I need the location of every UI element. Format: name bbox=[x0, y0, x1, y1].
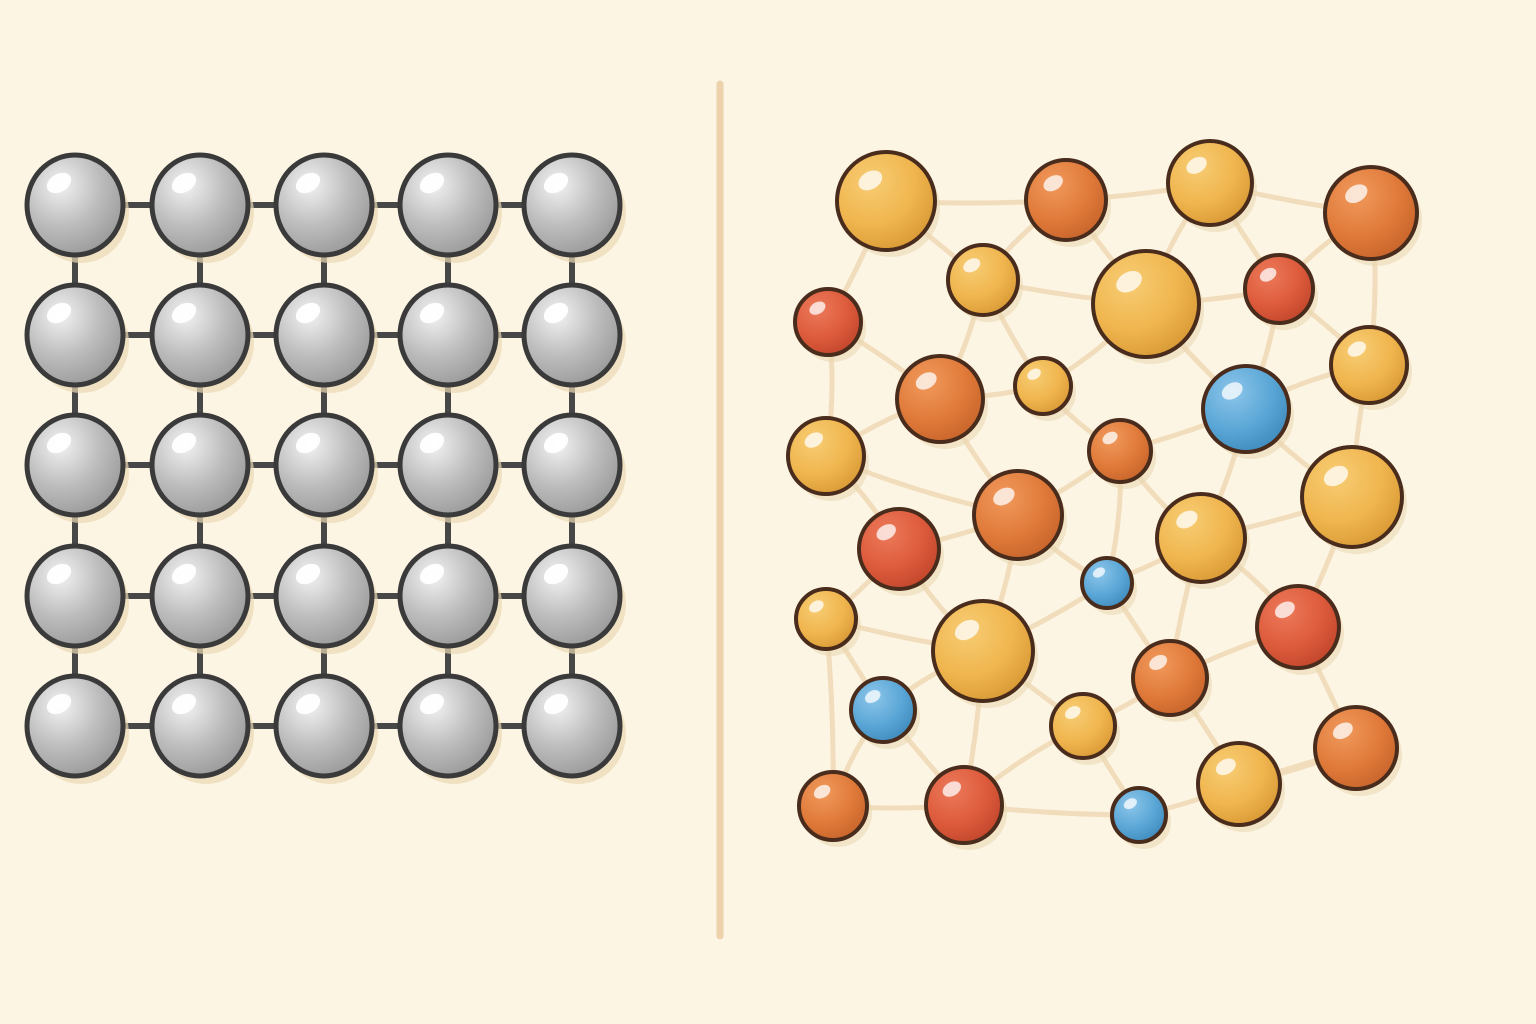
yellow-particle bbox=[1155, 492, 1250, 589]
yellow-particle bbox=[946, 243, 1023, 322]
yellow-particle bbox=[794, 587, 861, 656]
orange-particle bbox=[1024, 158, 1111, 247]
orange-particle bbox=[1313, 705, 1402, 796]
yellow-particle bbox=[1329, 325, 1412, 410]
lattice-atom bbox=[149, 152, 254, 263]
orange-particle bbox=[1131, 639, 1212, 722]
lattice-atom bbox=[521, 282, 626, 393]
yellow-particle bbox=[931, 599, 1038, 708]
red-particle bbox=[857, 507, 944, 596]
lattice-atom bbox=[149, 543, 254, 654]
ordered-lattice bbox=[24, 152, 626, 784]
red-particle bbox=[1243, 253, 1318, 330]
yellow-particle bbox=[786, 416, 869, 501]
lattice-atom bbox=[397, 543, 502, 654]
lattice-atom bbox=[273, 412, 378, 523]
lattice-atom bbox=[521, 673, 626, 784]
red-particle bbox=[1255, 584, 1344, 675]
lattice-atoms bbox=[24, 152, 626, 784]
lattice-atom bbox=[397, 673, 502, 784]
blue-particle bbox=[1110, 786, 1171, 849]
lattice-atom bbox=[521, 152, 626, 263]
yellow-particle bbox=[1196, 741, 1285, 832]
yellow-particle bbox=[1166, 139, 1257, 232]
lattice-atom bbox=[149, 412, 254, 523]
red-particle bbox=[924, 765, 1007, 850]
lattice-atom bbox=[521, 412, 626, 523]
lattice-atom bbox=[24, 543, 129, 654]
blue-particle bbox=[1201, 364, 1294, 459]
red-particle bbox=[793, 287, 866, 362]
lattice-atom bbox=[24, 282, 129, 393]
yellow-particle bbox=[835, 150, 940, 257]
lattice-atom bbox=[24, 152, 129, 263]
lattice-atom bbox=[397, 412, 502, 523]
lattice-atom bbox=[273, 543, 378, 654]
orange-particle bbox=[1323, 165, 1422, 266]
lattice-atom bbox=[273, 673, 378, 784]
yellow-particle bbox=[1091, 249, 1204, 364]
lattice-atom bbox=[397, 282, 502, 393]
lattice-atom bbox=[24, 673, 129, 784]
lattice-atom bbox=[273, 282, 378, 393]
yellow-particle bbox=[1049, 692, 1120, 765]
blue-particle bbox=[1080, 556, 1137, 615]
yellow-particle bbox=[1300, 445, 1407, 554]
blue-particle bbox=[849, 676, 920, 749]
lattice-atom bbox=[397, 152, 502, 263]
disordered-network bbox=[786, 139, 1422, 850]
lattice-atom bbox=[149, 673, 254, 784]
lattice-atom bbox=[149, 282, 254, 393]
yellow-particle bbox=[1013, 356, 1076, 421]
orange-particle bbox=[895, 354, 988, 449]
lattice-atom bbox=[521, 543, 626, 654]
orange-particle bbox=[797, 770, 872, 847]
lattice-atom bbox=[273, 152, 378, 263]
orange-particle bbox=[1087, 418, 1156, 489]
orange-particle bbox=[972, 469, 1067, 566]
network-particles bbox=[786, 139, 1422, 850]
lattice-atom bbox=[24, 412, 129, 523]
